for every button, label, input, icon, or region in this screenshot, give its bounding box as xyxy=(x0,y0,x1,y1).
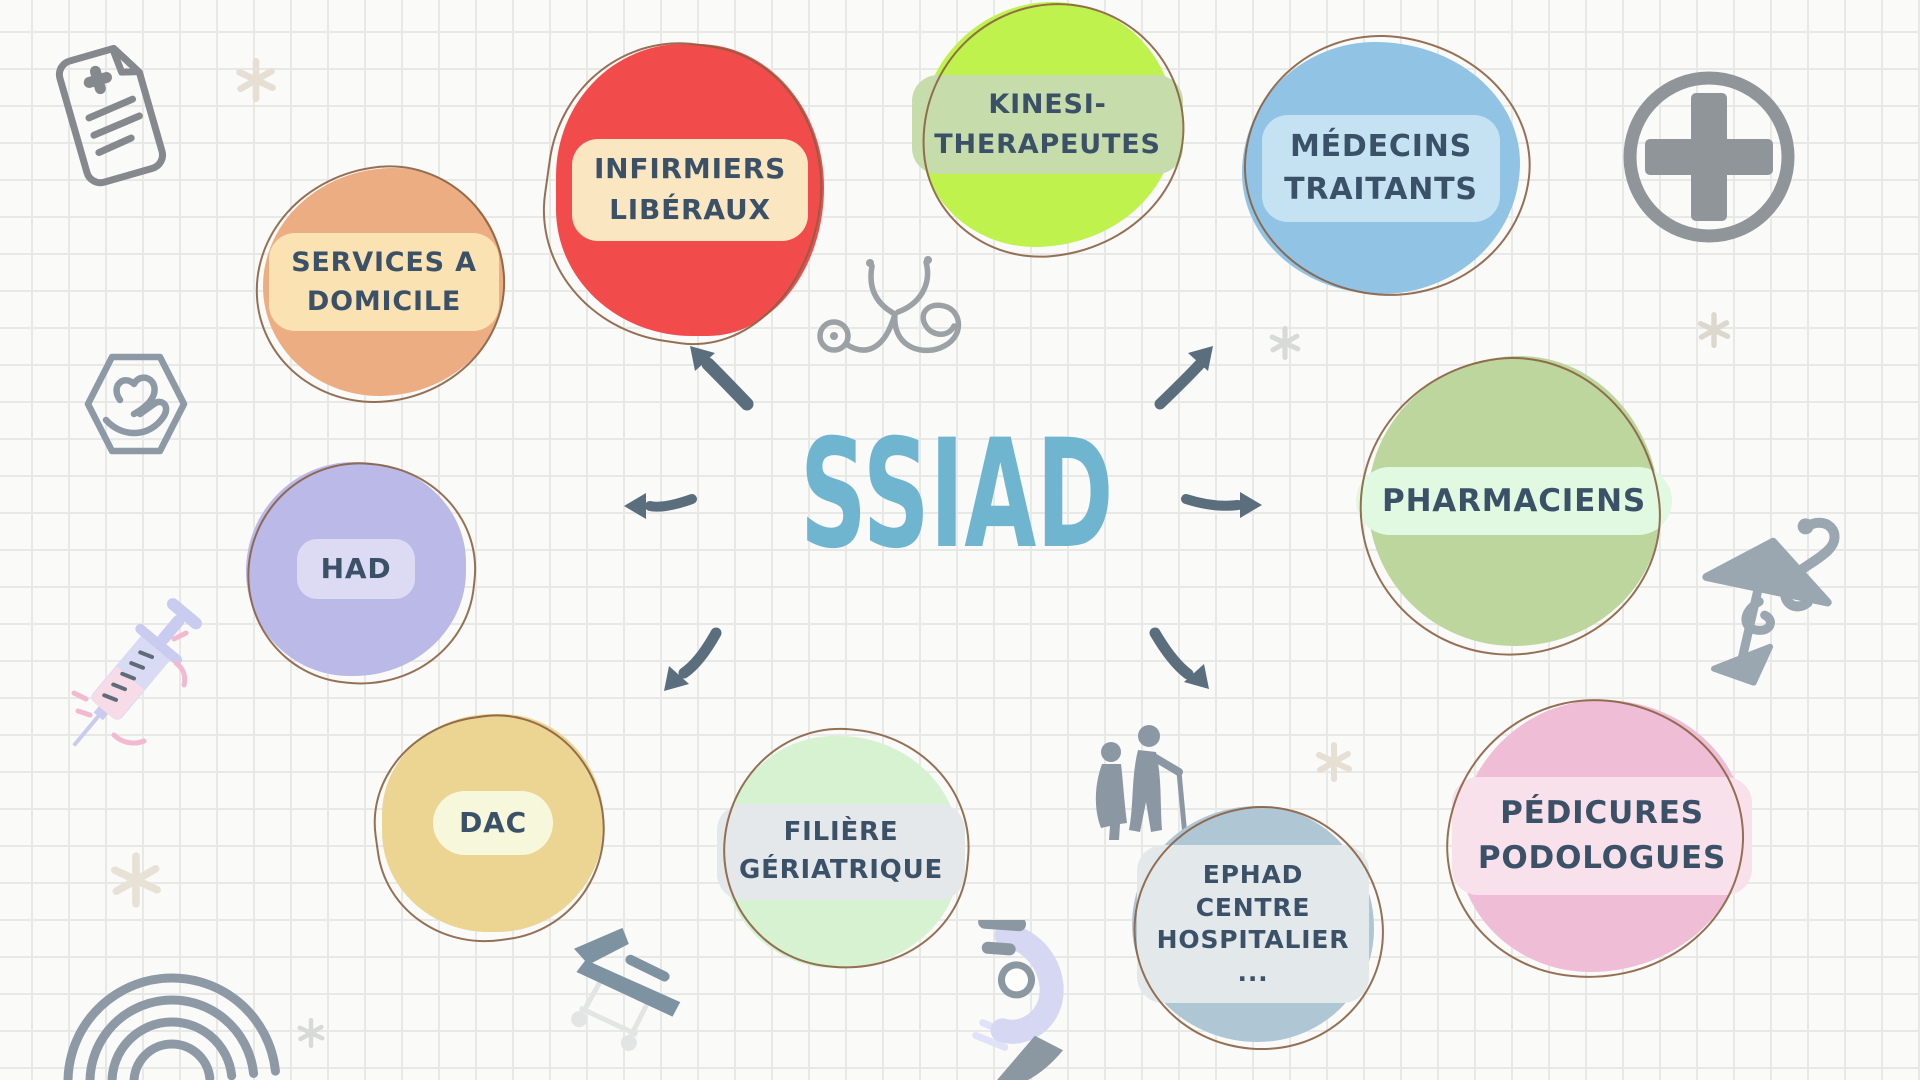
microscope-icon xyxy=(972,920,1064,1080)
diagram-title: SSIAD xyxy=(800,420,1114,570)
sparkle-icon xyxy=(1269,326,1301,360)
node-label: MÉDECINS TRAITANTS xyxy=(1262,114,1500,222)
node-label: PÉDICURES PODOLOGUES xyxy=(1451,777,1753,895)
stethoscope-icon xyxy=(817,256,962,354)
arrow-right xyxy=(1181,494,1243,511)
sparkle-icon xyxy=(1697,312,1731,348)
sparkle-icon xyxy=(236,58,276,102)
node-filiere-geriatrique: FILIÈRE GÉRIATRIQUE xyxy=(716,736,966,968)
elderly-couple-icon xyxy=(1095,725,1188,840)
node-label: SERVICES A DOMICILE xyxy=(269,232,499,332)
node-label: FILIÈRE GÉRIATRIQUE xyxy=(716,804,966,900)
node-label: EPHAD CENTRE HOSPITALIER ... xyxy=(1136,845,1370,1003)
sparkle-icon xyxy=(111,852,161,908)
sparkle-icon xyxy=(297,1018,325,1048)
node-pedicures-podologues: PÉDICURES PODOLOGUES xyxy=(1451,700,1753,972)
medical-document-icon xyxy=(55,44,166,187)
node-ephad-centre-hospitalier: EPHAD CENTRE HOSPITALIER ... xyxy=(1132,806,1374,1042)
diagram-title-text: SSIAD xyxy=(799,408,1114,582)
stretcher-icon xyxy=(571,927,681,1051)
node-kinesi-therapeutes: KINESI- THERAPEUTES xyxy=(912,2,1183,247)
node-had: HAD xyxy=(246,462,466,676)
node-pharmaciens: PHARMACIENS xyxy=(1356,356,1672,646)
syringe-icon xyxy=(71,598,202,747)
node-label: DAC xyxy=(433,790,553,856)
node-medecins-traitants: MÉDECINS TRAITANTS xyxy=(1242,42,1520,294)
node-label: HAD xyxy=(296,538,416,600)
node-label: PHARMACIENS xyxy=(1356,466,1672,536)
sparkle-icon xyxy=(1316,742,1352,782)
caduceus-icon xyxy=(1702,517,1840,686)
arrow-up-left xyxy=(701,357,754,411)
medical-cross-icon xyxy=(1623,71,1795,243)
node-services-a-domicile: SERVICES A DOMICILE xyxy=(263,168,505,396)
node-label: INFIRMIERS LIBÉRAUX xyxy=(571,139,809,241)
arrow-down-right xyxy=(1149,627,1194,680)
node-label: KINESI- THERAPEUTES xyxy=(912,75,1183,174)
rainbow-icon xyxy=(63,973,280,1080)
heart-in-hand-icon xyxy=(84,353,188,455)
node-infirmiers-liberaux: INFIRMIERS LIBÉRAUX xyxy=(556,44,824,336)
arrow-left xyxy=(645,494,697,512)
arrow-down-left xyxy=(678,627,722,679)
node-dac: DAC xyxy=(382,714,604,932)
arrow-up-right xyxy=(1154,358,1206,410)
